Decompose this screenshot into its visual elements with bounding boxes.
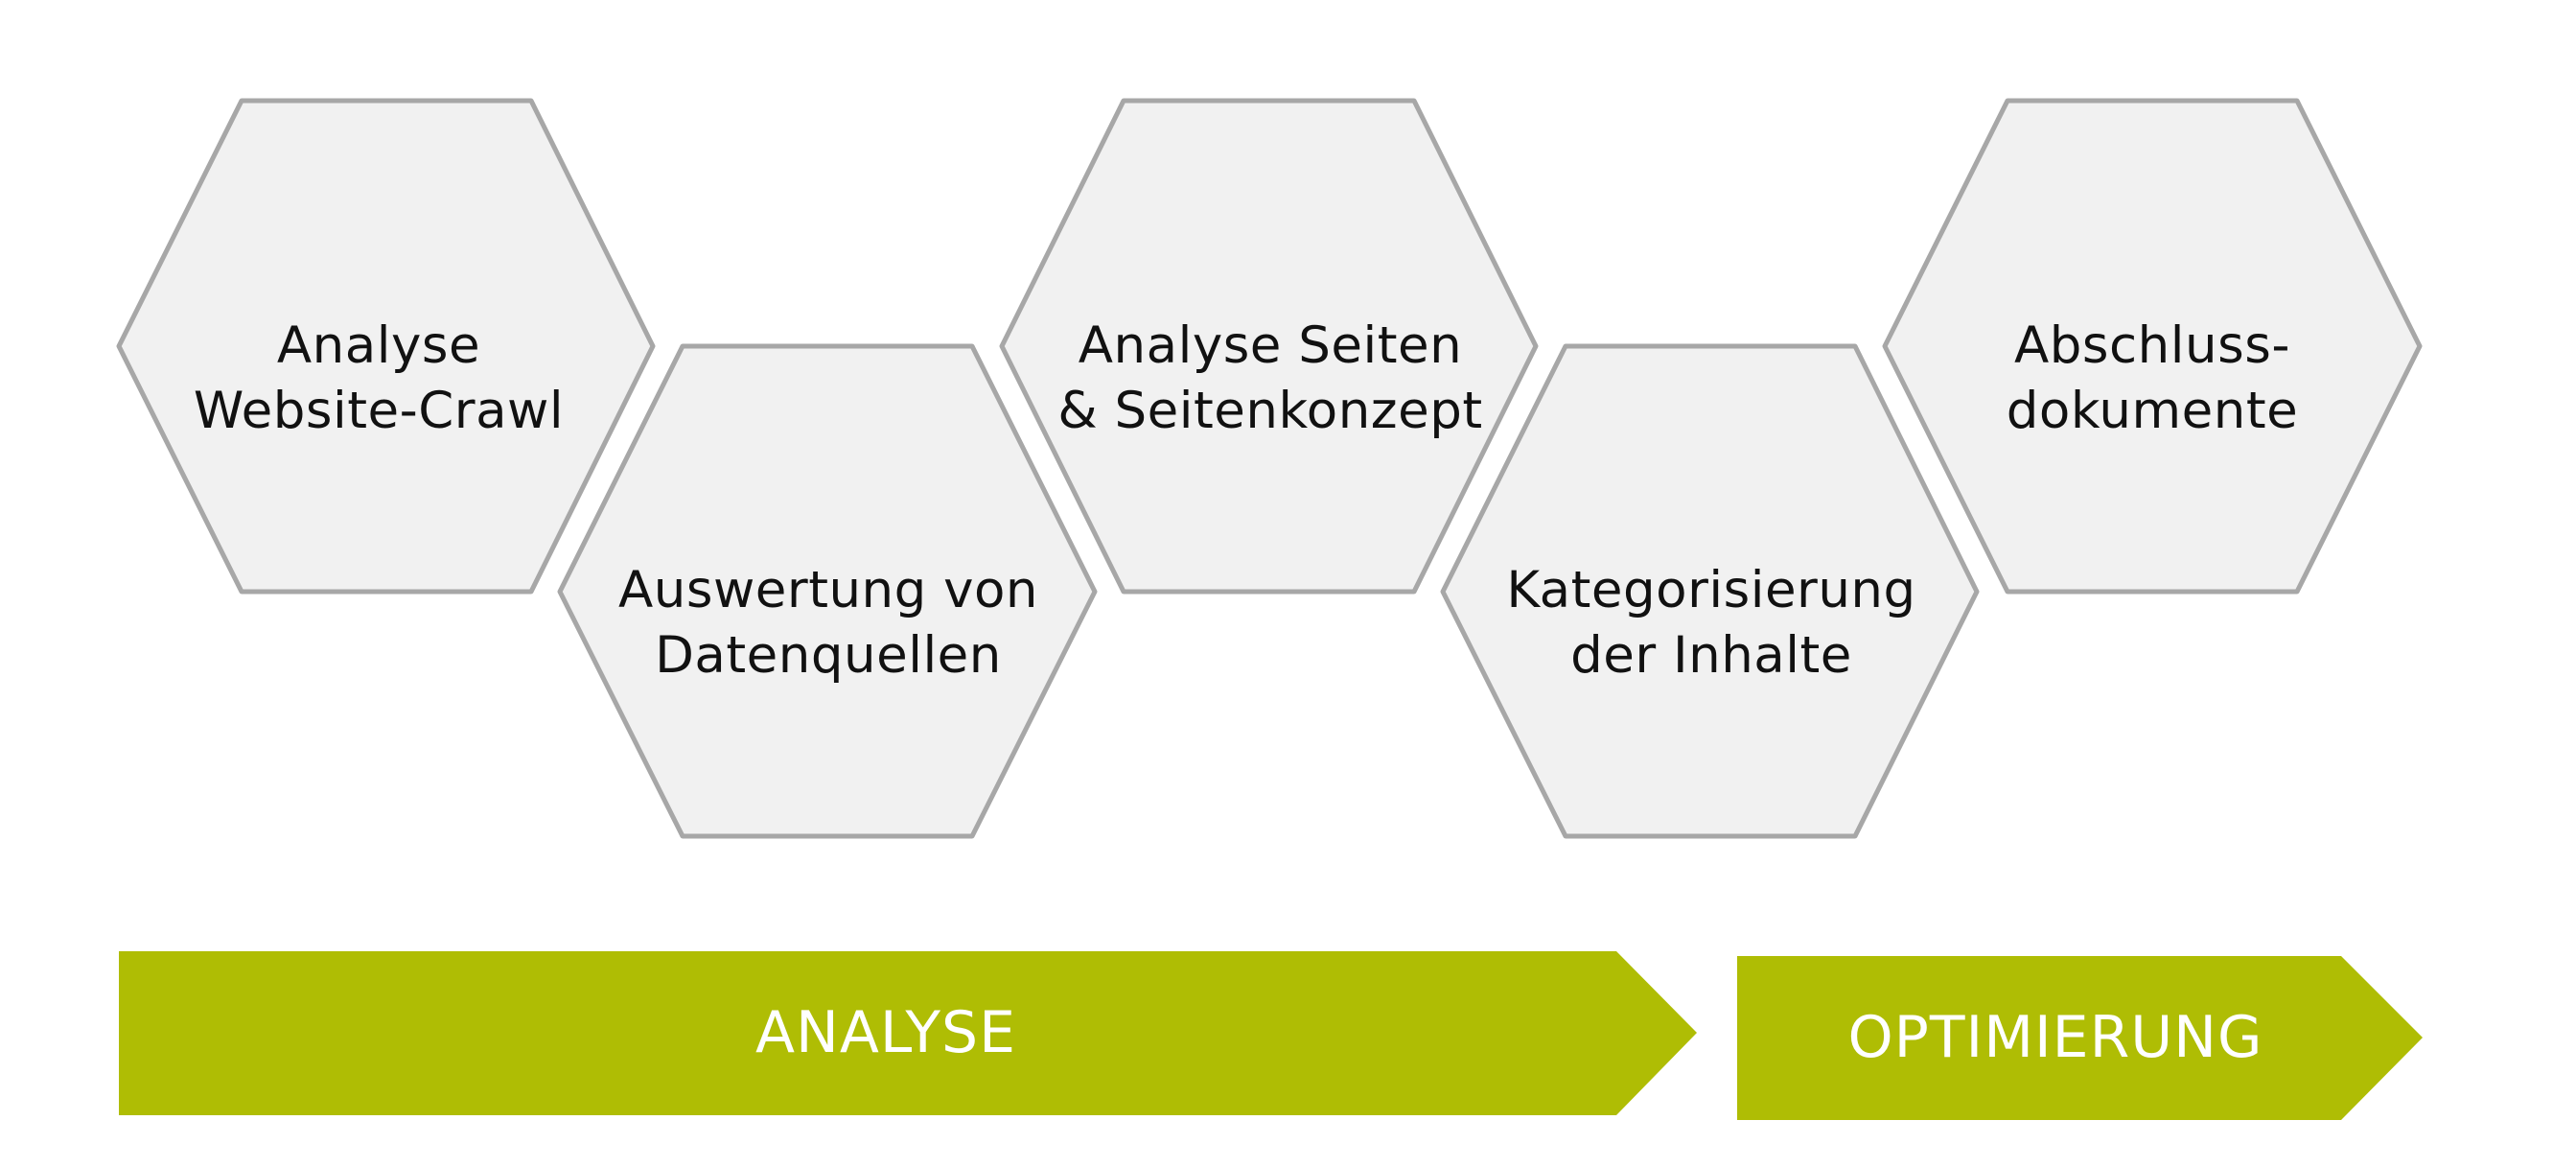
hexagon-abschlussdokumente bbox=[1882, 98, 2423, 595]
hexagon-kategorisierung bbox=[1440, 343, 1980, 839]
hexagon-auswertung-datenquellen bbox=[557, 343, 1098, 839]
hexagon-analyse-seiten bbox=[999, 98, 1539, 595]
hexagon-analyse-website-crawl bbox=[116, 98, 656, 595]
phase-arrow-optimierung bbox=[1737, 956, 2423, 1120]
phase-arrow-analyse bbox=[119, 951, 1697, 1115]
